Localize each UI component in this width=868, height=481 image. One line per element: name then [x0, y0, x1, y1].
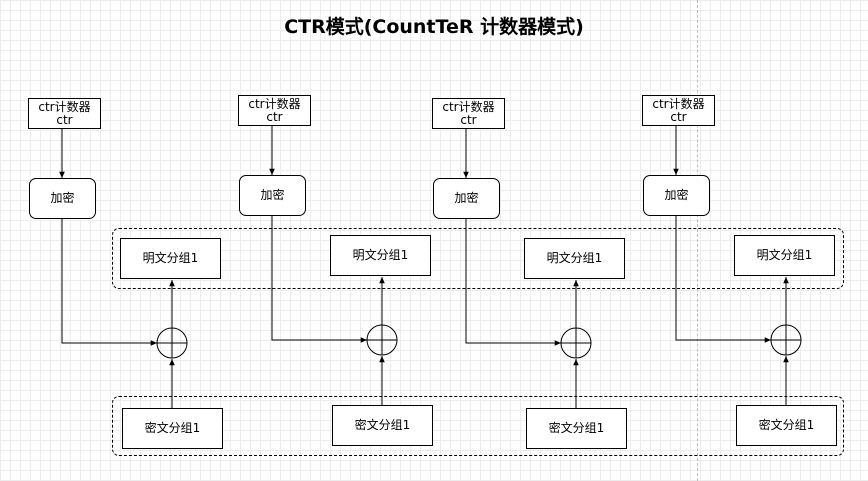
plaintext-block[interactable]: 明文分组1 — [120, 238, 221, 279]
page-guide-line — [697, 0, 698, 481]
counter-label: ctr计数器 — [652, 96, 705, 111]
plaintext-block[interactable]: 明文分组1 — [524, 238, 625, 279]
counter-sub-label: ctr — [670, 109, 687, 124]
plaintext-label: 明文分组1 — [756, 248, 813, 262]
encrypt-box[interactable]: 加密 — [239, 175, 306, 216]
encrypt-to-xor-arrow — [675, 215, 771, 343]
ciphertext-block[interactable]: 密文分组1 — [736, 405, 837, 446]
ciphertext-block[interactable]: 密文分组1 — [122, 408, 223, 449]
encrypt-label: 加密 — [50, 191, 75, 205]
plaintext-block[interactable]: 明文分组1 — [734, 235, 835, 276]
ciphertext-block[interactable]: 密文分组1 — [332, 405, 433, 446]
counter-sub-label: ctr — [56, 112, 73, 127]
encrypt-label: 加密 — [664, 188, 689, 202]
plaintext-label: 明文分组1 — [352, 248, 409, 262]
ciphertext-label: 密文分组1 — [354, 418, 411, 432]
encrypt-label: 加密 — [454, 191, 479, 205]
plaintext-label: 明文分组1 — [142, 251, 199, 265]
plaintext-block[interactable]: 明文分组1 — [330, 235, 431, 276]
encrypt-label: 加密 — [260, 188, 285, 202]
counter-box[interactable]: ctr计数器 ctr — [238, 95, 311, 126]
counter-sub-label: ctr — [266, 109, 283, 124]
encrypt-box[interactable]: 加密 — [643, 175, 710, 216]
ciphertext-label: 密文分组1 — [758, 418, 815, 432]
counter-box[interactable]: ctr计数器 ctr — [642, 95, 715, 126]
ciphertext-label: 密文分组1 — [548, 421, 605, 435]
plaintext-group — [112, 228, 844, 289]
counter-label: ctr计数器 — [442, 99, 495, 114]
encrypt-to-xor-arrow — [61, 218, 157, 346]
counter-label: ctr计数器 — [248, 96, 301, 111]
encrypt-box[interactable]: 加密 — [29, 178, 96, 219]
encrypt-to-xor-arrow — [271, 215, 367, 343]
ciphertext-label: 密文分组1 — [144, 421, 201, 435]
counter-box[interactable]: ctr计数器 ctr — [432, 98, 505, 129]
counter-sub-label: ctr — [460, 112, 477, 127]
ciphertext-block[interactable]: 密文分组1 — [526, 408, 627, 449]
encrypt-to-xor-arrow — [465, 218, 561, 346]
diagram-title: CTR模式(CountTeR 计数器模式) — [284, 16, 584, 38]
counter-box[interactable]: ctr计数器 ctr — [28, 98, 101, 129]
ciphertext-group — [112, 396, 844, 456]
encrypt-box[interactable]: 加密 — [433, 178, 500, 219]
plaintext-label: 明文分组1 — [546, 251, 603, 265]
counter-label: ctr计数器 — [38, 99, 91, 114]
